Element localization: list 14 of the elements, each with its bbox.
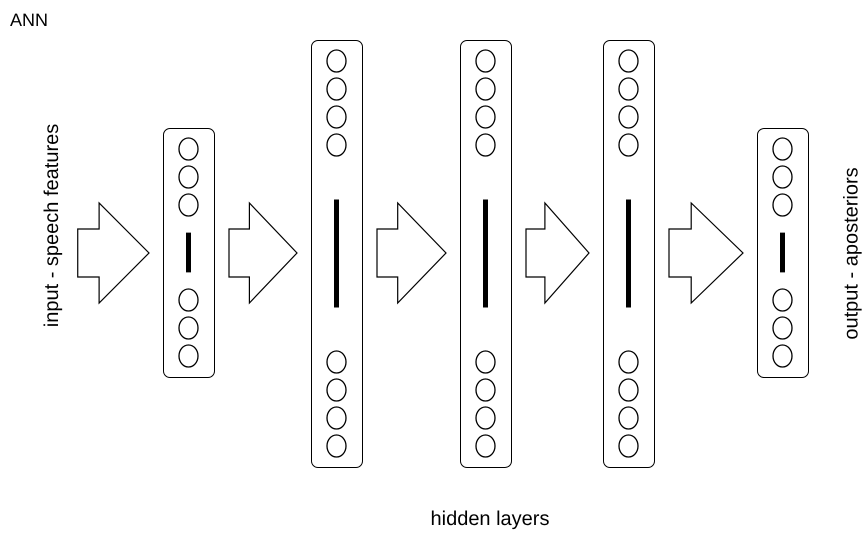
block-arrow [668, 202, 744, 304]
diagram-title: ANN [10, 10, 48, 31]
axis-caption: hidden layers [430, 508, 550, 531]
layer-box [163, 128, 215, 378]
block-arrow [525, 201, 590, 305]
layer-box [603, 40, 655, 468]
block-arrow [228, 202, 298, 304]
layer-box [460, 40, 512, 468]
block-arrow [77, 202, 150, 304]
input-label: input - speech features [40, 123, 64, 327]
block-arrow [376, 202, 447, 304]
output-label: output - aposteriors [840, 166, 862, 340]
layer-box [311, 40, 363, 468]
layer-box [757, 128, 809, 378]
